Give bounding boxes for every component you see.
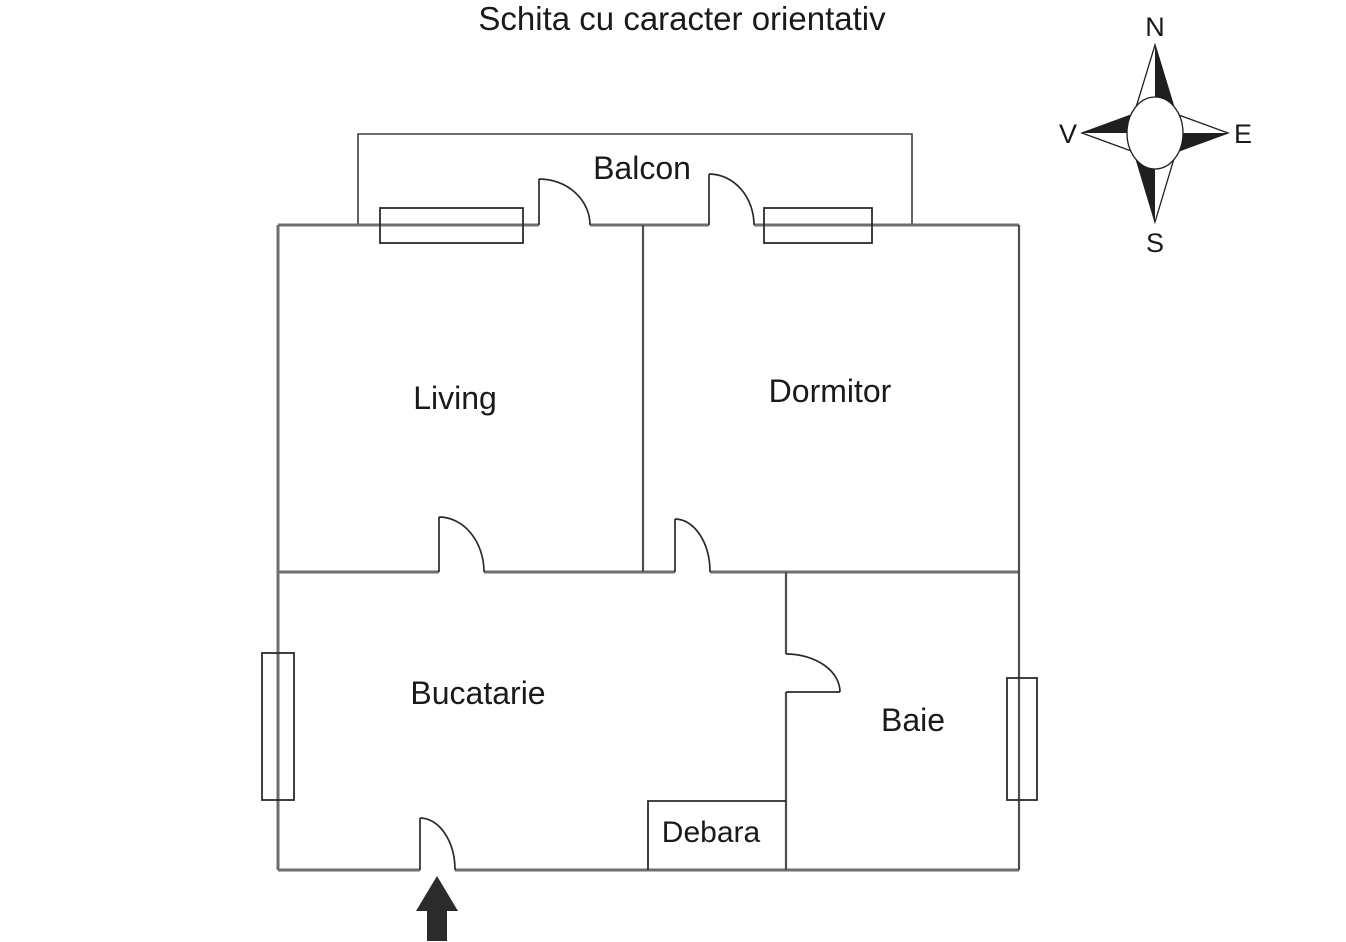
door-entrance [419,817,456,871]
compass-label-north: N [1145,12,1165,42]
compass-rose-icon: N E S V [1059,12,1252,258]
interior-walls [641,225,1021,870]
room-label-debara: Debara [662,816,761,849]
door-living-balcon [538,178,591,226]
compass-label-west: V [1059,119,1077,149]
outer-walls [276,223,1019,872]
room-label-baie: Baie [881,702,945,738]
door-dormitor-hall [674,518,711,573]
windows [261,207,1038,801]
window-baie [1006,677,1038,801]
window-living [379,207,524,244]
compass-label-east: E [1234,119,1252,149]
debara-outline [647,800,786,870]
page-title: Schita cu caracter orientativ [478,0,886,37]
balcony-outline [357,133,913,225]
doors [419,173,841,871]
room-label-dormitor: Dormitor [769,373,892,409]
window-dormitor [763,207,873,244]
door-dormitor-balcon [708,173,755,226]
compass-circle [1126,96,1184,170]
entrance-arrow-icon [416,876,458,941]
room-label-bucatarie: Bucatarie [410,675,545,711]
compass-label-south: S [1146,228,1164,258]
room-label-balcon: Balcon [593,150,691,186]
room-label-living: Living [413,380,497,416]
door-baie [785,653,841,693]
window-bucatarie [261,652,295,801]
door-living-bucatarie [438,516,485,573]
